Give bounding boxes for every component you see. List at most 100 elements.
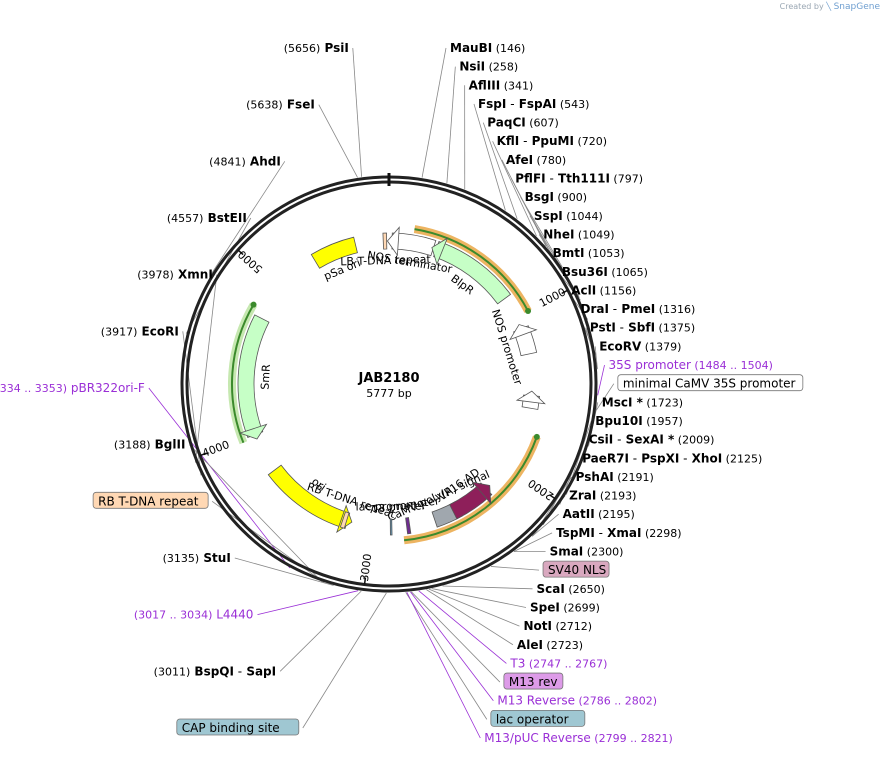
site-text: (3188) BglII [114, 438, 186, 452]
leader-line [405, 592, 488, 720]
site-text-part: TspMI [556, 526, 595, 540]
site-text-part: PshAI [576, 470, 614, 484]
site-label-bsgi: BsgI (900) [525, 190, 587, 204]
site-text: AleI (2723) [517, 638, 583, 652]
site-text-part: BmtI [553, 246, 585, 260]
site-text-part: EcoRV [599, 339, 642, 353]
site-text-part: AleI [517, 638, 543, 652]
site-text-part: (2712) [552, 620, 592, 633]
site-text-part: MscI * [602, 395, 644, 409]
site-text: SmaI (2300) [550, 545, 624, 559]
site-text-part: PpuMI [527, 134, 574, 148]
site-text-part: (3135) [163, 552, 200, 565]
site-text-part: L4440 [212, 608, 253, 622]
site-label-ecori: (3917) EcoRI [101, 324, 179, 338]
site-text: M13/pUC Reverse (2799 .. 2821) [484, 731, 673, 745]
site-text-part: (900) [554, 191, 587, 204]
tick-label: 3000 [358, 553, 374, 582]
feature-t3-promoter [405, 517, 412, 535]
site-text: EcoRV (1379) [599, 339, 681, 353]
site-text: NheI (1049) [543, 227, 614, 241]
site-text: AflIII (341) [469, 78, 534, 92]
site-label-l4440: (3017 .. 3034) L4440 [134, 608, 254, 622]
site-text-part: (5656) [284, 42, 321, 55]
site-text-part: XmaI [603, 526, 642, 540]
site-text-part: (1484 .. 1504) [691, 359, 773, 372]
site-text-part: pBR322ori-F [67, 381, 145, 395]
feature-box [176, 718, 300, 736]
site-text-part: MauBI [450, 41, 492, 55]
tick-mark [549, 494, 556, 500]
feature-box-label: M13 rev [509, 675, 558, 689]
site-label-psti: PstI - SbfI (1375) [590, 321, 695, 335]
site-text-part: BspQI [190, 664, 234, 678]
site-text-part: - [234, 664, 242, 678]
leader-line [234, 557, 334, 586]
site-text: DraI - PmeI (1316) [581, 302, 696, 316]
site-text-part: (3334 .. 3353) [0, 382, 67, 395]
site-label-bspqi: (3011) BspQI - SapI [154, 664, 276, 678]
leader-line [490, 566, 540, 571]
site-text: BmtI (1053) [553, 246, 625, 260]
site-text: (3017 .. 3034) L4440 [134, 608, 254, 622]
site-text: SpeI (2699) [530, 600, 600, 614]
snapgene-logo-icon: ╲ [826, 2, 832, 11]
site-text: FspI - FspAI (543) [478, 97, 590, 111]
feature-label: LB T-DNA repeat [340, 253, 431, 269]
site-text-part: XmnI [174, 268, 213, 282]
site-text-part: AfeI [506, 153, 533, 167]
site-text-part: (1379) [641, 340, 681, 353]
feature-box-label: lac operator [496, 712, 569, 726]
site-text-part: PaeR7I [582, 451, 629, 465]
feature-box [617, 374, 804, 392]
site-text-part: SexAI * [621, 433, 675, 447]
site-text: T3 (2747 .. 2767) [509, 656, 607, 670]
site-text: (4841) AhdI [209, 154, 281, 168]
site-label-fsei: (5638) FseI [246, 98, 315, 112]
site-text: (5638) FseI [246, 98, 315, 112]
site-text: 35S promoter (1484 .. 1504) [609, 358, 773, 372]
site-label-paqci: PaqCI (607) [487, 116, 559, 130]
orf-arc-line [414, 228, 529, 312]
feature-arrowhead [386, 226, 400, 257]
site-text: M13 Reverse (2786 .. 2802) [497, 694, 657, 708]
site-text: Bsu36I (1065) [562, 265, 648, 279]
site-label-bpu10i: Bpu10I (1957) [595, 414, 683, 428]
leader-line [531, 513, 559, 537]
feature-box-label: RB T-DNA repeat [98, 494, 199, 508]
site-text-part: (2009) [674, 434, 714, 447]
site-text-part: (146) [492, 42, 525, 55]
leader-line [597, 364, 605, 396]
tick-mark [561, 289, 569, 295]
site-label-pbr322ori-f: (3334 .. 3353) pBR322ori-F [0, 381, 145, 395]
site-text-part: (1156) [596, 284, 636, 297]
site-text-part: ZraI [569, 489, 596, 503]
leader-line [596, 383, 615, 411]
site-text-part: (3978) [137, 269, 174, 282]
site-text-part: FspAI [515, 97, 557, 111]
site-label-csii: CsiI - SexAI * (2009) [589, 433, 715, 447]
leader-line [318, 104, 358, 178]
site-label-pflfi: PflFI - Tth111I (797) [515, 172, 643, 186]
leader-line [257, 590, 359, 616]
site-label-cap-binding-site: CAP binding site [176, 718, 300, 736]
site-text-part: - [519, 134, 527, 148]
site-text: PflFI - Tth111I (797) [515, 172, 643, 186]
site-label-afei: AfeI (780) [506, 153, 566, 167]
site-text-part: (543) [556, 98, 589, 111]
site-text: (4557) BstEII [167, 211, 247, 225]
site-text: PaeR7I - PspXI - XhoI (2125) [582, 451, 762, 465]
site-text-part: PaqCI [487, 116, 525, 130]
site-label-xmni: (3978) XmnI [137, 268, 213, 282]
site-label-tspmi: TspMI - XmaI (2298) [556, 526, 681, 540]
site-text: (3334 .. 3353) pBR322ori-F [0, 381, 145, 395]
feature-box [503, 672, 564, 690]
site-text-part: M13 Reverse [497, 694, 575, 708]
site-text-part: - [616, 321, 624, 335]
site-text: (3917) EcoRI [101, 324, 179, 338]
site-text-part: BstEII [203, 211, 246, 225]
leader-line [421, 47, 447, 178]
leader-line [594, 346, 598, 370]
site-text: CsiI - SexAI * (2009) [589, 433, 715, 447]
